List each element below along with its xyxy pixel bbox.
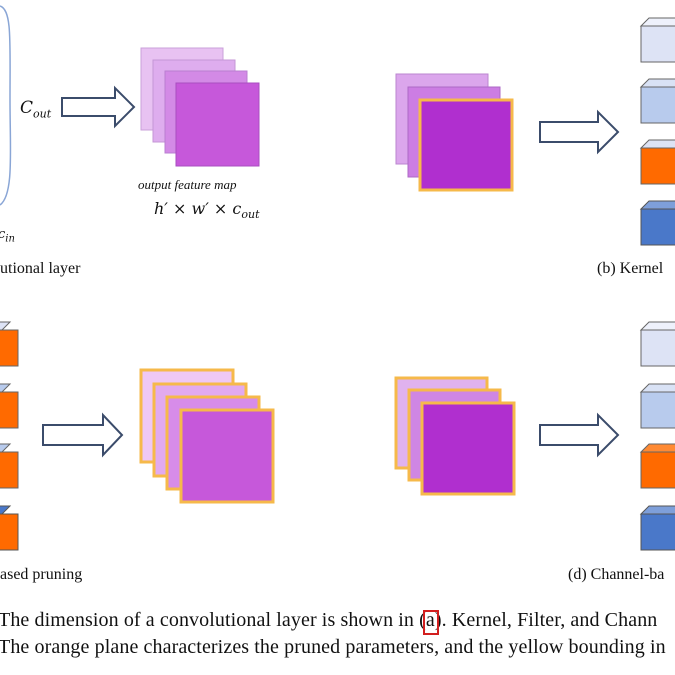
filter-cube-d-4 (639, 505, 675, 551)
caption-line1-post: ). Kernel, Filter, and Chann (434, 609, 658, 631)
output-feature-map-label: output feature map (138, 177, 237, 192)
filter-cube-d-3 (639, 443, 675, 489)
output-dims-main: h′ × w′ × c (154, 199, 242, 218)
c-out-label: Cout (20, 98, 51, 120)
ref-highlight-box (422, 610, 439, 635)
filter-cube-b-4 (639, 200, 675, 246)
filter-cube-b-3 (639, 139, 675, 185)
caption-panel-b: (b) Kernel (597, 260, 664, 277)
caption-figure-ref: a (422, 609, 439, 635)
filter-cube-d-1 (639, 321, 675, 367)
caption-panel-a: utional layer (0, 260, 81, 277)
feature-map-stack-b (395, 73, 514, 192)
arrow-a (61, 85, 136, 129)
caption-ref-letter: a (425, 609, 435, 631)
feature-map-stack-d (394, 376, 516, 496)
filter-cube-c-2 (0, 383, 19, 429)
arrow-d (539, 412, 620, 458)
caption-panel-c: ased pruning (0, 566, 83, 583)
figure-caption-line-2: The orange plane characterizes the prune… (0, 636, 666, 658)
c-in-symbol: c (0, 227, 5, 242)
filter-cube-c-3 (0, 443, 19, 489)
caption-line1-pre: The dimension of a convolutional layer i… (0, 609, 426, 631)
output-dims-subscript: out (241, 208, 260, 222)
caption-panel-d: (d) Channel-ba (568, 566, 665, 583)
c-out-subscript: out (33, 107, 52, 121)
filter-cube-c-1 (0, 321, 19, 367)
filter-cube-b-1 (639, 17, 675, 63)
output-dims-label: h′ × w′ × cout (154, 199, 260, 221)
c-out-symbol: C (20, 98, 34, 118)
output-feature-map-stack-a (140, 47, 260, 167)
figure-caption-line-1: The dimension of a convolutional layer i… (0, 609, 658, 635)
c-in-subscript: in (5, 233, 15, 245)
feature-map-stack-c (139, 368, 275, 504)
filter-cube-b-2 (639, 78, 675, 124)
c-in-label: cin (0, 227, 15, 245)
arrow-b (539, 109, 620, 155)
filter-cube-d-2 (639, 383, 675, 429)
input-brace (0, 5, 12, 206)
arrow-c (42, 412, 124, 458)
filter-cube-c-4 (0, 505, 19, 551)
